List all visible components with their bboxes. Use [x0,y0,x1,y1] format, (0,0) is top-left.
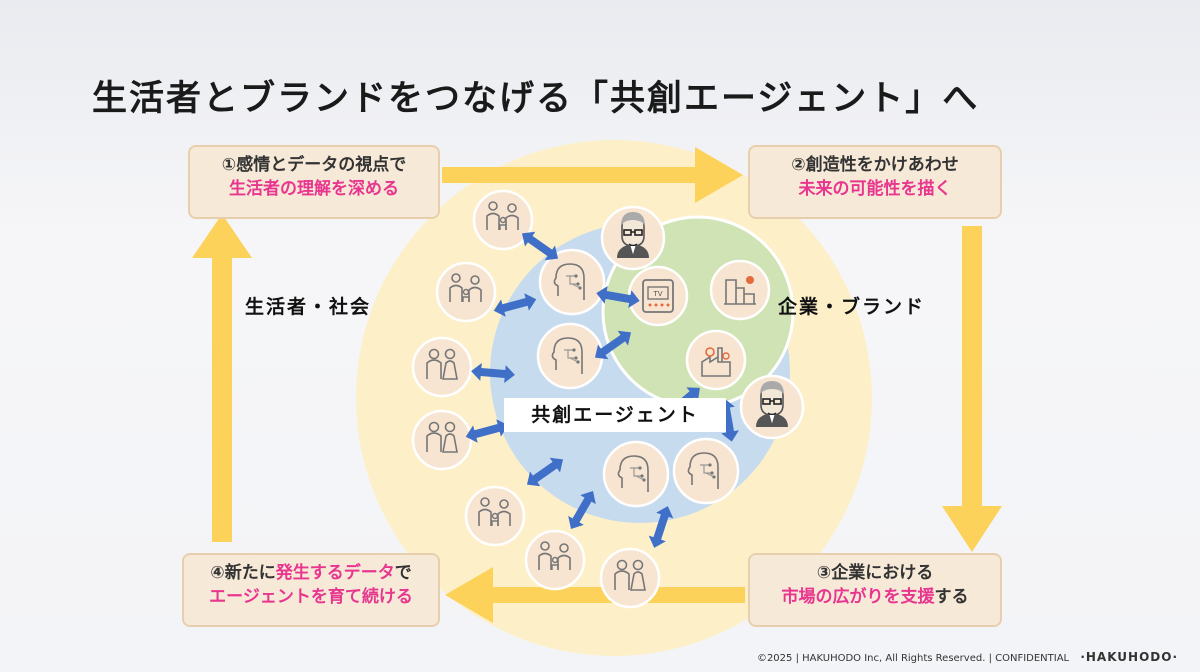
step4-line1-highlight: 発生するデータ [275,563,395,583]
step3-line2: 市場の広がりを支援する [750,585,1000,609]
step3-line2-tail: する [934,587,969,607]
step3-box: ③企業における 市場の広がりを支援する [748,553,1002,627]
step4-line1: ④新たに発生するデータで [184,561,438,585]
brands-label: 企業・ブランド [778,296,926,318]
step3-line2-highlight: 市場の広がりを支援 [781,587,935,607]
footer: ©2025 | HAKUHODO Inc, All Rights Reserve… [757,650,1178,664]
arrow-step3-to-step4 [445,567,745,623]
tv-icon: TV [627,265,689,327]
step2-line2: 未来の可能性を描く [798,179,952,199]
page-title: 生活者とブランドをつなげる「共創エージェント」へ [92,79,980,119]
agent-label: 共創エージェント [504,398,726,432]
copyright-text: ©2025 | HAKUHODO Inc, All Rights Reserve… [756,653,1070,664]
step1-line1: ①感情とデータの視点で [221,155,407,175]
svg-text:TV: TV [652,290,662,298]
arrow-step2-to-step3 [942,226,1002,552]
hakuhodo-logo: ·HAKUHODO· [1080,650,1178,664]
factory-icon [685,329,747,391]
brand-icons: TV [600,205,805,440]
step4-line2: エージェントを育て続ける [209,587,413,607]
consumer-icons [411,189,661,609]
step4-line1-tail: で [394,563,412,583]
step1-line2: 生活者の理解を深める [229,179,399,199]
agent-icons [536,248,740,508]
consumers-label: 生活者・社会 [245,296,372,318]
arrow-step4-to-step1 [192,214,252,542]
building-icon [709,259,771,321]
step3-line1: ③企業における [816,563,934,583]
step4-line1-head: ④新たに [210,563,276,583]
step2-box: ②創造性をかけあわせ 未来の可能性を描く [748,145,1002,219]
arrow-step1-to-step2 [442,147,743,203]
cycle-arrows [192,147,1002,623]
step1-box: ①感情とデータの視点で 生活者の理解を深める [188,145,440,219]
step2-line1: ②創造性をかけあわせ [791,155,959,175]
step4-box: ④新たに発生するデータで エージェントを育て続ける [182,553,440,627]
